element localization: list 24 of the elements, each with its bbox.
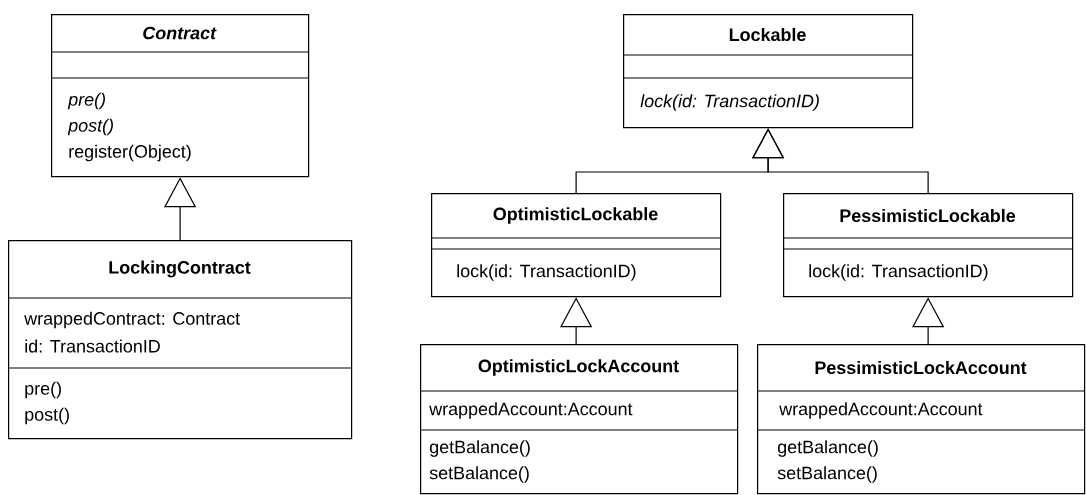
member: setBalance(): [777, 466, 877, 483]
member: id: TransactionID: [25, 339, 160, 353]
class-name: Lockable: [729, 27, 806, 42]
member: getBalance(): [777, 440, 878, 457]
generalization-arrow: [751, 128, 929, 194]
member: wrappedAccount:Account: [779, 402, 983, 419]
member: pre(): [67, 92, 105, 110]
member: lock(id: TransactionID): [809, 264, 988, 281]
member: register(Object): [69, 144, 191, 162]
member: post(): [67, 118, 113, 136]
class-name: OptimisticLockAccount: [478, 359, 679, 376]
class-name: Contract: [143, 26, 217, 40]
class-name: PessimisticLockable: [840, 208, 1016, 223]
member: getBalance(): [429, 440, 530, 457]
member: lock(id: TransactionID): [640, 94, 819, 111]
member: wrappedAccount:Account: [429, 402, 633, 419]
member: setBalance(): [429, 466, 529, 483]
member: post(): [25, 407, 69, 425]
class-name: OptimisticLockable: [493, 207, 658, 224]
class-name: LockingContract: [109, 260, 251, 278]
member: pre(): [25, 381, 61, 399]
member: lock(id: TransactionID): [457, 264, 636, 281]
class-name: PessimisticLockAccount: [815, 360, 1027, 375]
member: wrappedContract: Contract: [24, 311, 240, 329]
